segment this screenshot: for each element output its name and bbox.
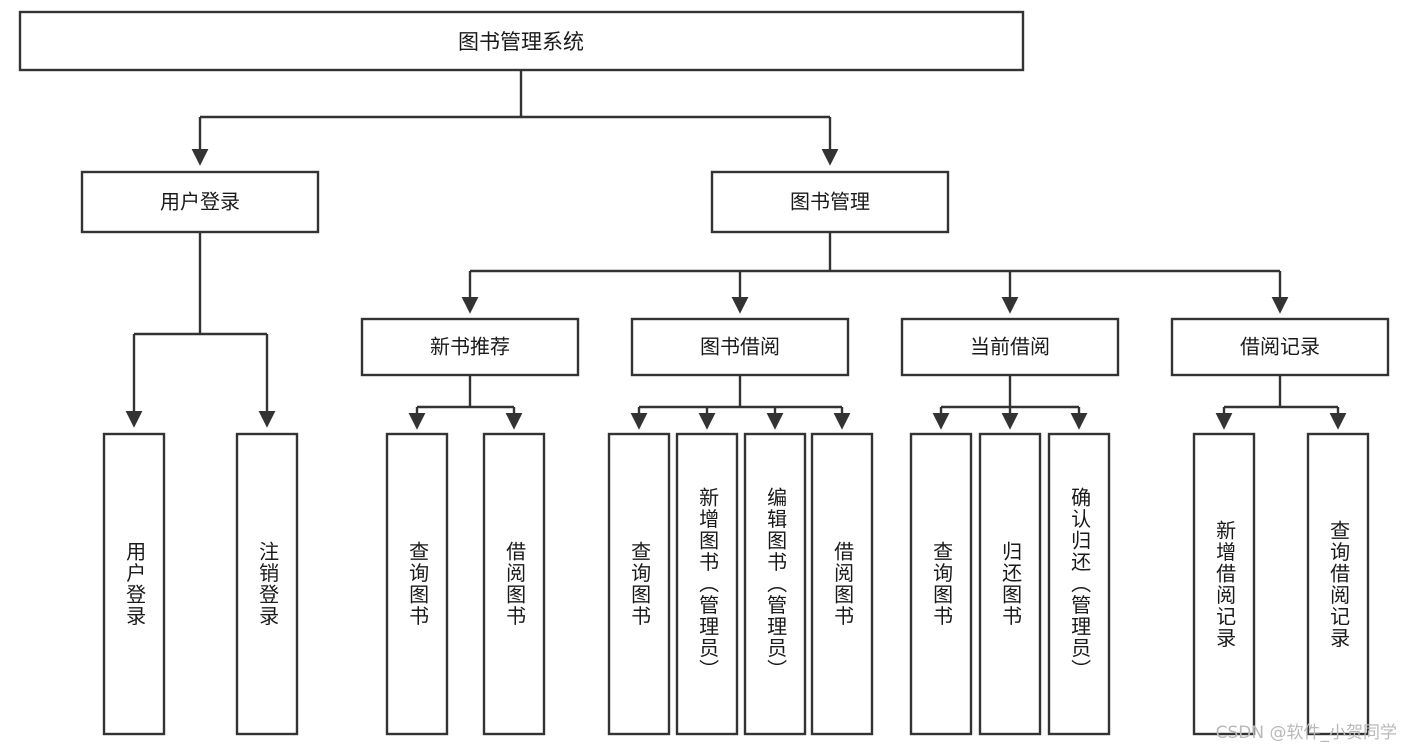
leaf-box-return-book[interactable] [978,432,1042,736]
leaf-box-confirm-return[interactable] [1047,432,1111,736]
csdn-watermark: CSDN @软件_小贺同学 [1215,723,1397,743]
connector-layer [125,70,1347,430]
leaf-box-query-record[interactable] [1306,432,1370,736]
leaf-box-add-book[interactable] [675,432,739,736]
node-current-borrow[interactable]: 当前借阅 [900,317,1120,377]
user-login-box[interactable] [80,170,320,234]
leaf-box-borrow-book-a[interactable] [482,432,546,736]
node-borrow-record[interactable]: 借阅记录 [1170,317,1390,377]
leaf-box-query-book-c[interactable] [909,432,973,736]
current-borrow-label: 当前借阅 [970,335,1050,359]
leaf-box-borrow-book-b[interactable] [810,432,874,736]
borrow-record-box[interactable] [1170,317,1390,377]
new-book-recommend-box[interactable] [360,317,580,377]
node-book-management[interactable]: 图书管理 [710,170,950,234]
current-borrow-box[interactable] [900,317,1120,377]
book-management-label: 图书管理 [790,190,870,214]
root-label: 图书管理系统 [458,30,584,54]
leaf-box-add-record[interactable] [1192,432,1256,736]
leaf-box-layer [102,432,1370,736]
leaf-box-logout[interactable] [235,432,299,736]
node-user-login[interactable]: 用户登录 [80,170,320,234]
new-book-recommend-label: 新书推荐 [430,335,510,359]
book-management-box[interactable] [710,170,950,234]
leaf-box-query-book-a[interactable] [385,432,449,736]
node-book-borrow[interactable]: 图书借阅 [630,317,850,377]
user-login-label: 用户登录 [160,190,240,214]
leaf-box-user-login[interactable] [102,432,166,736]
leaf-box-query-book-b[interactable] [607,432,671,736]
borrow-record-label: 借阅记录 [1240,335,1320,359]
node-new-book-recommend[interactable]: 新书推荐 [360,317,580,377]
book-borrow-box[interactable] [630,317,850,377]
leaf-box-edit-book[interactable] [743,432,807,736]
book-borrow-label: 图书借阅 [700,335,780,359]
node-root-book-management-system[interactable]: 图书管理系统 [18,10,1025,72]
root-box[interactable] [18,10,1025,72]
